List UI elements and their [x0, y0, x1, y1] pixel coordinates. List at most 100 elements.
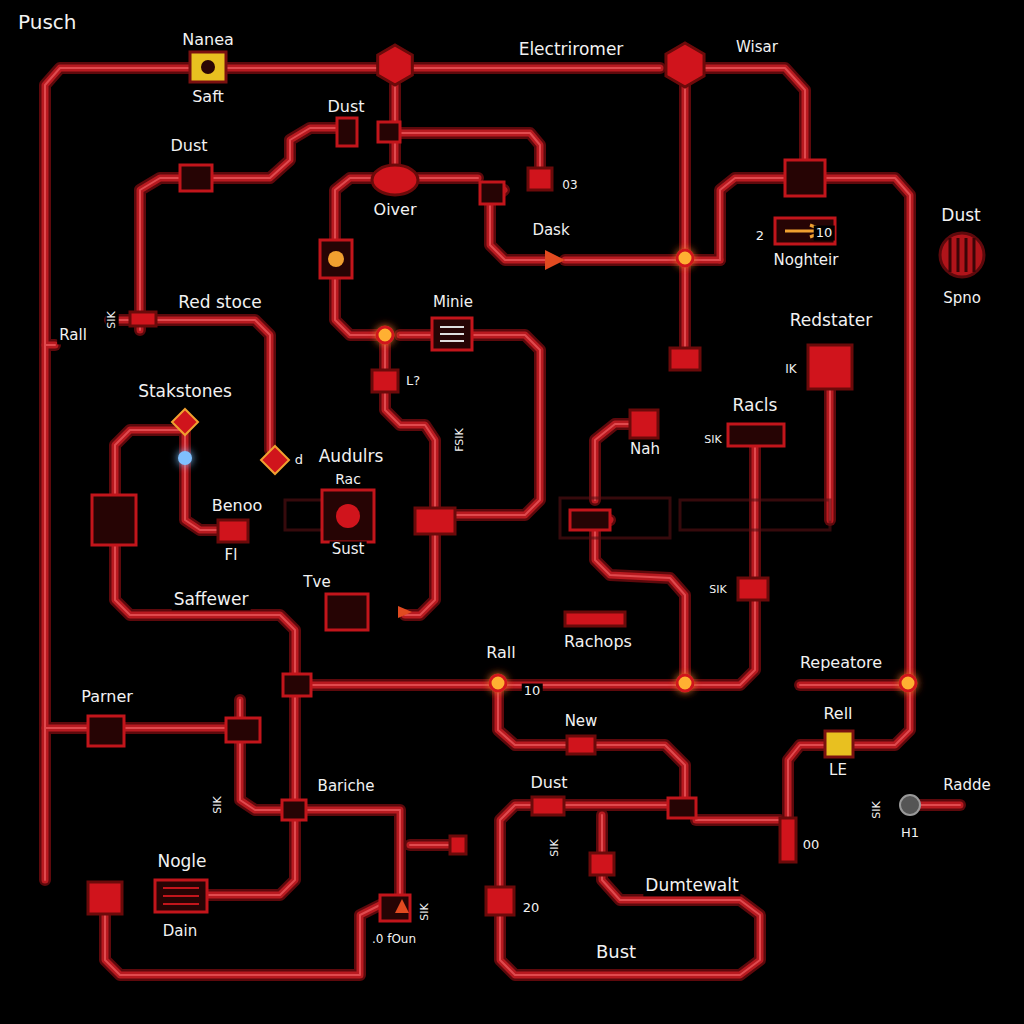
redstone-pipe [679, 85, 691, 360]
redstone-pipe [749, 446, 761, 578]
part-label: Saft [190, 88, 226, 106]
grate-icon [940, 233, 984, 277]
redstone-pipe [115, 430, 185, 495]
redstone-pipe [207, 820, 295, 895]
redstone-pipe [564, 802, 668, 809]
redstone-pipe [800, 684, 900, 686]
part-label: Saffewer [172, 590, 251, 610]
redstone-pipe [45, 68, 660, 880]
ball-icon [900, 795, 920, 815]
part-label: Repeatore [798, 654, 884, 672]
part-label: Radde [941, 777, 993, 794]
redstone-pipe [595, 424, 630, 500]
pipes [45, 68, 960, 975]
part-label: H1 [899, 826, 921, 841]
redstone-pipe [920, 802, 960, 809]
diagram-title: Pusch [18, 10, 76, 34]
redstone-pipe [696, 814, 780, 826]
circuit-component [738, 578, 768, 600]
part-label: Fl [223, 547, 240, 564]
panel-line [163, 887, 199, 889]
part-label: Dust [168, 137, 209, 155]
circuit-component [88, 716, 124, 746]
hex-junction [378, 45, 413, 85]
part-label: Rachops [562, 633, 634, 651]
redstone-pipe [455, 335, 540, 515]
part-label: Dain [161, 923, 199, 940]
circuit-component [775, 218, 835, 244]
redstone-pipe [382, 345, 389, 372]
redstone-pipe [398, 133, 540, 170]
redstone-pipe [124, 727, 226, 729]
part-label: SIK [419, 901, 432, 922]
redstone-pipe [115, 430, 185, 495]
redstone-pipe [385, 392, 435, 615]
redstone-pipe [920, 799, 960, 811]
redstone-pipe [595, 745, 685, 798]
circuit-component [780, 818, 796, 862]
redstone-pipe [335, 178, 372, 240]
redstone-pipe [596, 815, 608, 853]
glowing-node [900, 675, 916, 691]
redstone-pipe [920, 804, 960, 806]
redstone-pipe [289, 696, 301, 800]
part-label: 10 [522, 684, 543, 699]
redstone-pipe [418, 175, 478, 182]
circuit-component [322, 490, 374, 542]
lamp-core [201, 60, 215, 74]
triangle-marker [395, 899, 409, 913]
part-label: SIK [549, 837, 562, 858]
redstone-pipe [853, 690, 910, 745]
redstone-pipe [853, 690, 910, 745]
redstone-pipe [788, 745, 825, 818]
circuit-component [337, 118, 357, 146]
part-label: 00 [801, 838, 822, 853]
circuit-component [320, 240, 352, 278]
circuit-component [486, 887, 514, 915]
redstone-pipe [140, 178, 180, 330]
redstone-pipe [311, 682, 490, 689]
panel-line [440, 326, 464, 328]
redstone-pipe [335, 278, 385, 335]
redstone-pipe [565, 257, 685, 264]
redstone-pipe [455, 335, 540, 515]
part-label: Dust [325, 98, 366, 116]
circuit-component [567, 736, 595, 754]
grate-bar [957, 238, 960, 272]
redstone-pipe [700, 68, 805, 165]
part-label: Nah [628, 441, 662, 458]
part-label: Stakstones [136, 382, 234, 402]
circuit-component [92, 495, 136, 545]
redstone-pipe [398, 133, 540, 170]
redstone-pipe [565, 254, 685, 266]
symbols [163, 43, 984, 913]
part-label: Electriromer [517, 40, 626, 60]
part-label: Noghteir [772, 252, 841, 269]
redstone-pipe [418, 172, 478, 184]
redstone-pipe [379, 345, 391, 372]
redstone-pipe [400, 332, 432, 339]
circuit-component [825, 731, 853, 757]
oval-lamp [372, 165, 418, 195]
redstone-pipe [595, 424, 630, 500]
redstone-pipe [595, 424, 630, 500]
circuit-component [528, 168, 552, 190]
redstone-pipe [500, 805, 532, 887]
part-label: 10 [814, 226, 835, 241]
redstone-pipe [105, 905, 380, 975]
redstone-pipe [853, 690, 910, 745]
part-label: Dumtewalt [643, 876, 740, 896]
redstone-pipe [306, 810, 400, 895]
redstone-pipe [115, 545, 295, 674]
circuit-component [282, 800, 306, 820]
part-label: FSIK [454, 426, 467, 454]
redstone-pipe [311, 679, 490, 691]
part-label: Racls [731, 396, 780, 416]
redstone-pipe [115, 430, 185, 495]
circuit-component [88, 882, 122, 914]
redstone-pipe [400, 329, 432, 341]
redstone-pipe [385, 392, 435, 615]
redstone-pipe [140, 178, 180, 330]
part-label: Rall [484, 644, 517, 662]
